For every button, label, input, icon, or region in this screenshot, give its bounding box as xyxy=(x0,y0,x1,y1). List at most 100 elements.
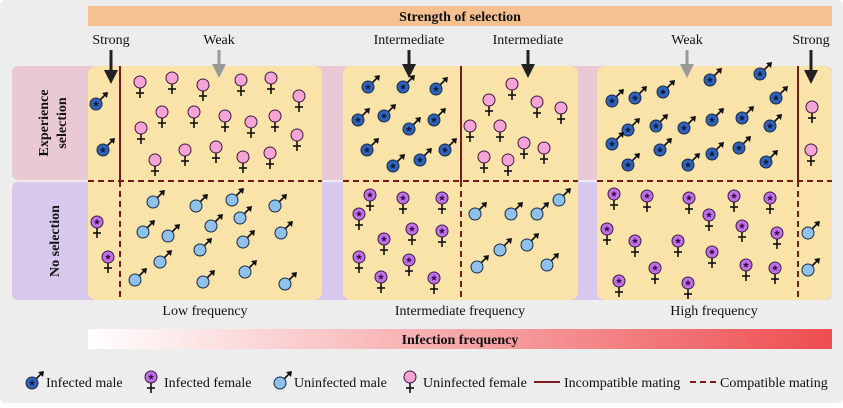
infected-female-icon xyxy=(682,191,696,214)
uninfected-male-icon xyxy=(540,253,559,272)
infected-male-icon xyxy=(438,138,457,157)
uninfected-male-icon xyxy=(204,214,223,233)
uninfected-male-icon xyxy=(236,230,255,249)
caption-intermediate-frequency: Intermediate frequency xyxy=(395,304,525,319)
uninfected-female-icon xyxy=(165,71,179,94)
uninfected-male-icon xyxy=(468,202,487,221)
uninfected-female-icon xyxy=(804,143,818,166)
label-weak-left: Weak xyxy=(203,33,235,48)
uninfected-female-icon xyxy=(537,141,551,164)
infected-female-icon xyxy=(768,261,782,284)
arrow-weak-left xyxy=(212,50,226,78)
infected-male-icon xyxy=(429,77,448,96)
infected-female-icon xyxy=(402,253,416,276)
infected-female-icon xyxy=(739,258,753,281)
legend-uninfected-male-icon xyxy=(273,371,292,390)
infected-male-icon xyxy=(386,154,405,173)
infected-male-icon xyxy=(653,138,672,157)
uninfected-male-icon xyxy=(161,224,180,243)
arrow-strong-right xyxy=(804,50,818,84)
caption-high-frequency: High frequency xyxy=(670,304,757,319)
infected-female-icon xyxy=(640,189,654,212)
infected-male-icon xyxy=(351,108,370,127)
infected-female-icon xyxy=(681,276,695,299)
uninfected-male-icon xyxy=(268,194,287,213)
uninfected-male-icon xyxy=(128,268,147,287)
uninfected-male-icon xyxy=(153,250,172,269)
legend: Infected male Infected female Uninfected… xyxy=(25,370,828,393)
infected-female-icon xyxy=(727,189,741,212)
uninfected-female-icon xyxy=(482,93,496,116)
infected-male-icon xyxy=(705,108,724,127)
infected-female-icon xyxy=(612,274,626,297)
infected-male-icon xyxy=(396,75,415,94)
legend-infected-female-label: Infected female xyxy=(164,376,251,391)
infected-male-icon xyxy=(402,117,421,136)
infected-male-icon xyxy=(759,150,778,169)
infected-female-icon xyxy=(352,250,366,273)
label-intermediate-a: Intermediate xyxy=(374,33,445,48)
infected-female-icon xyxy=(628,234,642,257)
legend-uninfected-female-icon xyxy=(403,370,417,393)
uninfected-male-icon xyxy=(238,260,257,279)
infected-female-icon xyxy=(377,232,391,255)
arrow-strong-left xyxy=(104,50,118,84)
infected-male-icon xyxy=(605,132,624,151)
uninfected-female-icon xyxy=(292,89,306,112)
strength-bar-label: Strength of selection xyxy=(399,10,521,25)
infected-female-icon xyxy=(427,271,441,294)
uninfected-female-icon xyxy=(234,73,248,96)
uninfected-male-icon xyxy=(504,202,523,221)
arrow-weak-right xyxy=(680,50,694,78)
label-strong-right: Strong xyxy=(792,33,829,48)
svg-text:selection: selection xyxy=(55,97,70,149)
infected-male-icon xyxy=(621,118,640,137)
infected-male-icon xyxy=(769,86,788,105)
uninfected-female-icon xyxy=(209,140,223,163)
label-intermediate-b: Intermediate xyxy=(493,33,564,48)
legend-infected-female-icon xyxy=(144,370,158,393)
infected-female-icon xyxy=(374,270,388,293)
uninfected-female-icon xyxy=(554,101,568,124)
row-label-no-selection: No selection xyxy=(48,205,63,277)
uninfected-female-icon xyxy=(477,150,491,173)
uninfected-female-icon xyxy=(263,146,277,169)
infected-male-icon xyxy=(703,68,722,87)
uninfected-male-icon xyxy=(530,202,549,221)
infected-female-icon xyxy=(770,226,784,249)
infected-male-icon xyxy=(677,116,696,135)
mating-lines xyxy=(88,66,832,300)
infected-male-icon xyxy=(377,104,396,123)
infected-female-icon xyxy=(671,234,685,257)
row-label-experience: Experience selection xyxy=(37,90,70,157)
uninfected-male-icon xyxy=(146,190,165,209)
uninfected-male-icon xyxy=(520,233,539,252)
infected-female-icon xyxy=(405,222,419,245)
infected-male-icon xyxy=(656,80,675,99)
uninfected-male-icon xyxy=(801,221,820,240)
infected-male-icon xyxy=(628,86,647,105)
infected-male-icon xyxy=(763,114,782,133)
infected-female-icon xyxy=(702,208,716,231)
uninfected-female-icon xyxy=(268,109,282,132)
uninfected-male-icon xyxy=(278,272,297,291)
infected-male-icon xyxy=(413,148,432,167)
uninfected-female-icon xyxy=(134,121,148,144)
uninfected-female-icon xyxy=(244,115,258,138)
legend-compatible-label: Compatible mating xyxy=(720,376,828,391)
infected-male-icon xyxy=(753,62,772,81)
legend-incompatible-label: Incompatible mating xyxy=(564,376,680,391)
uninfected-male-icon xyxy=(136,220,155,239)
uninfected-female-icon xyxy=(264,71,278,94)
uninfected-female-icon xyxy=(196,78,210,101)
uninfected-female-icon xyxy=(155,105,169,128)
infected-male-icon xyxy=(705,142,724,161)
infected-female-icon xyxy=(600,222,614,245)
label-strong-left: Strong xyxy=(92,33,129,48)
infected-female-icon xyxy=(735,219,749,242)
arrow-intermediate-a xyxy=(402,50,416,78)
infected-male-icon xyxy=(89,92,108,111)
legend-uninfected-male-label: Uninfected male xyxy=(294,376,387,391)
label-weak-right: Weak xyxy=(671,33,703,48)
